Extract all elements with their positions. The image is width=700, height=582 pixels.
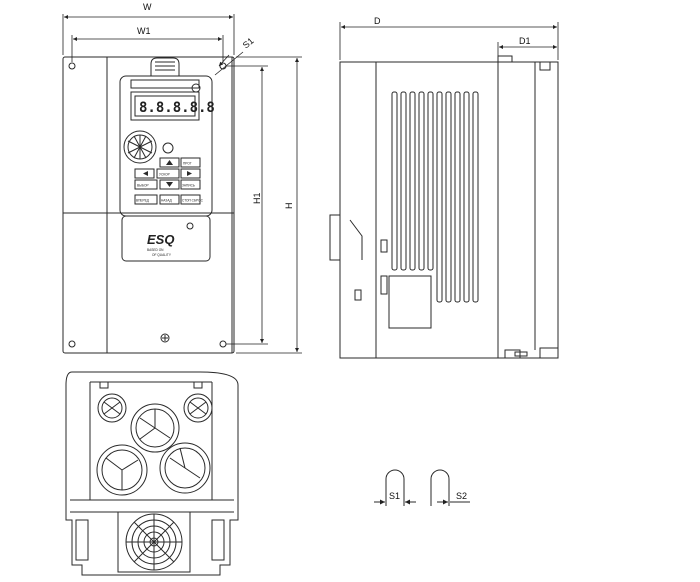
label-d: D	[374, 16, 381, 26]
key-label-shift: УСКОР	[159, 173, 170, 177]
side-vent-grille	[391, 91, 479, 303]
screw-hole-bottom-right	[219, 340, 227, 348]
label-w: W	[143, 2, 152, 12]
key-label-reverse: НАЗАД	[161, 199, 173, 203]
key-mode	[134, 179, 158, 190]
bottom-outline	[65, 371, 239, 576]
screw-hole-top-left	[68, 62, 76, 70]
label-h: H	[284, 203, 294, 210]
side-dimensions	[339, 22, 559, 60]
dim-leader-s1	[214, 51, 244, 76]
segment-readout: 8.8.8.8.8	[139, 100, 215, 116]
front-bottom-screw	[160, 333, 170, 343]
brand-logo: ESQ	[147, 232, 174, 247]
label-s1-top: S1	[241, 36, 256, 51]
slot-detail-s2	[430, 469, 470, 506]
bottom-view	[65, 371, 239, 576]
cable-gland-2	[130, 403, 180, 453]
key-left	[134, 168, 155, 179]
label-d1: D1	[519, 36, 531, 46]
front-view	[62, 56, 235, 354]
label-w1: W1	[137, 26, 151, 36]
cable-gland-3	[183, 393, 213, 423]
key-prog	[180, 157, 201, 168]
keypad-lower-panel	[121, 215, 211, 262]
key-right	[180, 168, 201, 179]
fan-housing	[117, 511, 191, 573]
key-label-prog: ПРОГ	[183, 162, 192, 166]
key-forward	[134, 194, 158, 205]
label-h1: H1	[252, 192, 262, 204]
key-up	[159, 157, 180, 168]
cable-gland-4	[96, 444, 148, 496]
brand-tagline-1: BASED ON	[147, 248, 164, 252]
side-connector	[380, 239, 388, 253]
key-label-write: ЗАПИСЬ	[182, 184, 195, 188]
front-housing	[62, 56, 235, 354]
side-view	[329, 55, 559, 359]
brand-tagline-2: OF QUALITY	[152, 253, 172, 257]
key-label-forward: ВПЕРЕД	[136, 199, 150, 203]
key-shift	[156, 168, 180, 179]
key-label-stop: СТОП СБРОС	[182, 199, 204, 203]
side-label-plate	[388, 275, 432, 329]
front-dimensions	[62, 14, 302, 354]
dial-aux-button	[162, 142, 174, 154]
control-dial	[123, 130, 157, 164]
keypad-latch	[150, 57, 180, 76]
segment-display	[130, 91, 200, 121]
key-reverse	[159, 194, 180, 205]
led-strip	[130, 79, 200, 89]
logo-emblem	[186, 222, 194, 230]
key-down	[159, 179, 180, 190]
screw-hole-bottom-left	[68, 340, 76, 348]
label-s1-detail: S1	[389, 491, 400, 501]
key-stop	[180, 194, 201, 205]
label-s2-detail: S2	[456, 491, 467, 501]
key-write	[180, 179, 201, 190]
cable-gland-1	[97, 393, 127, 423]
key-label-mode: ВЫБОР	[137, 184, 149, 188]
heatsink	[497, 61, 559, 359]
slot-detail-s1	[374, 469, 416, 506]
cable-gland-5	[159, 442, 211, 494]
